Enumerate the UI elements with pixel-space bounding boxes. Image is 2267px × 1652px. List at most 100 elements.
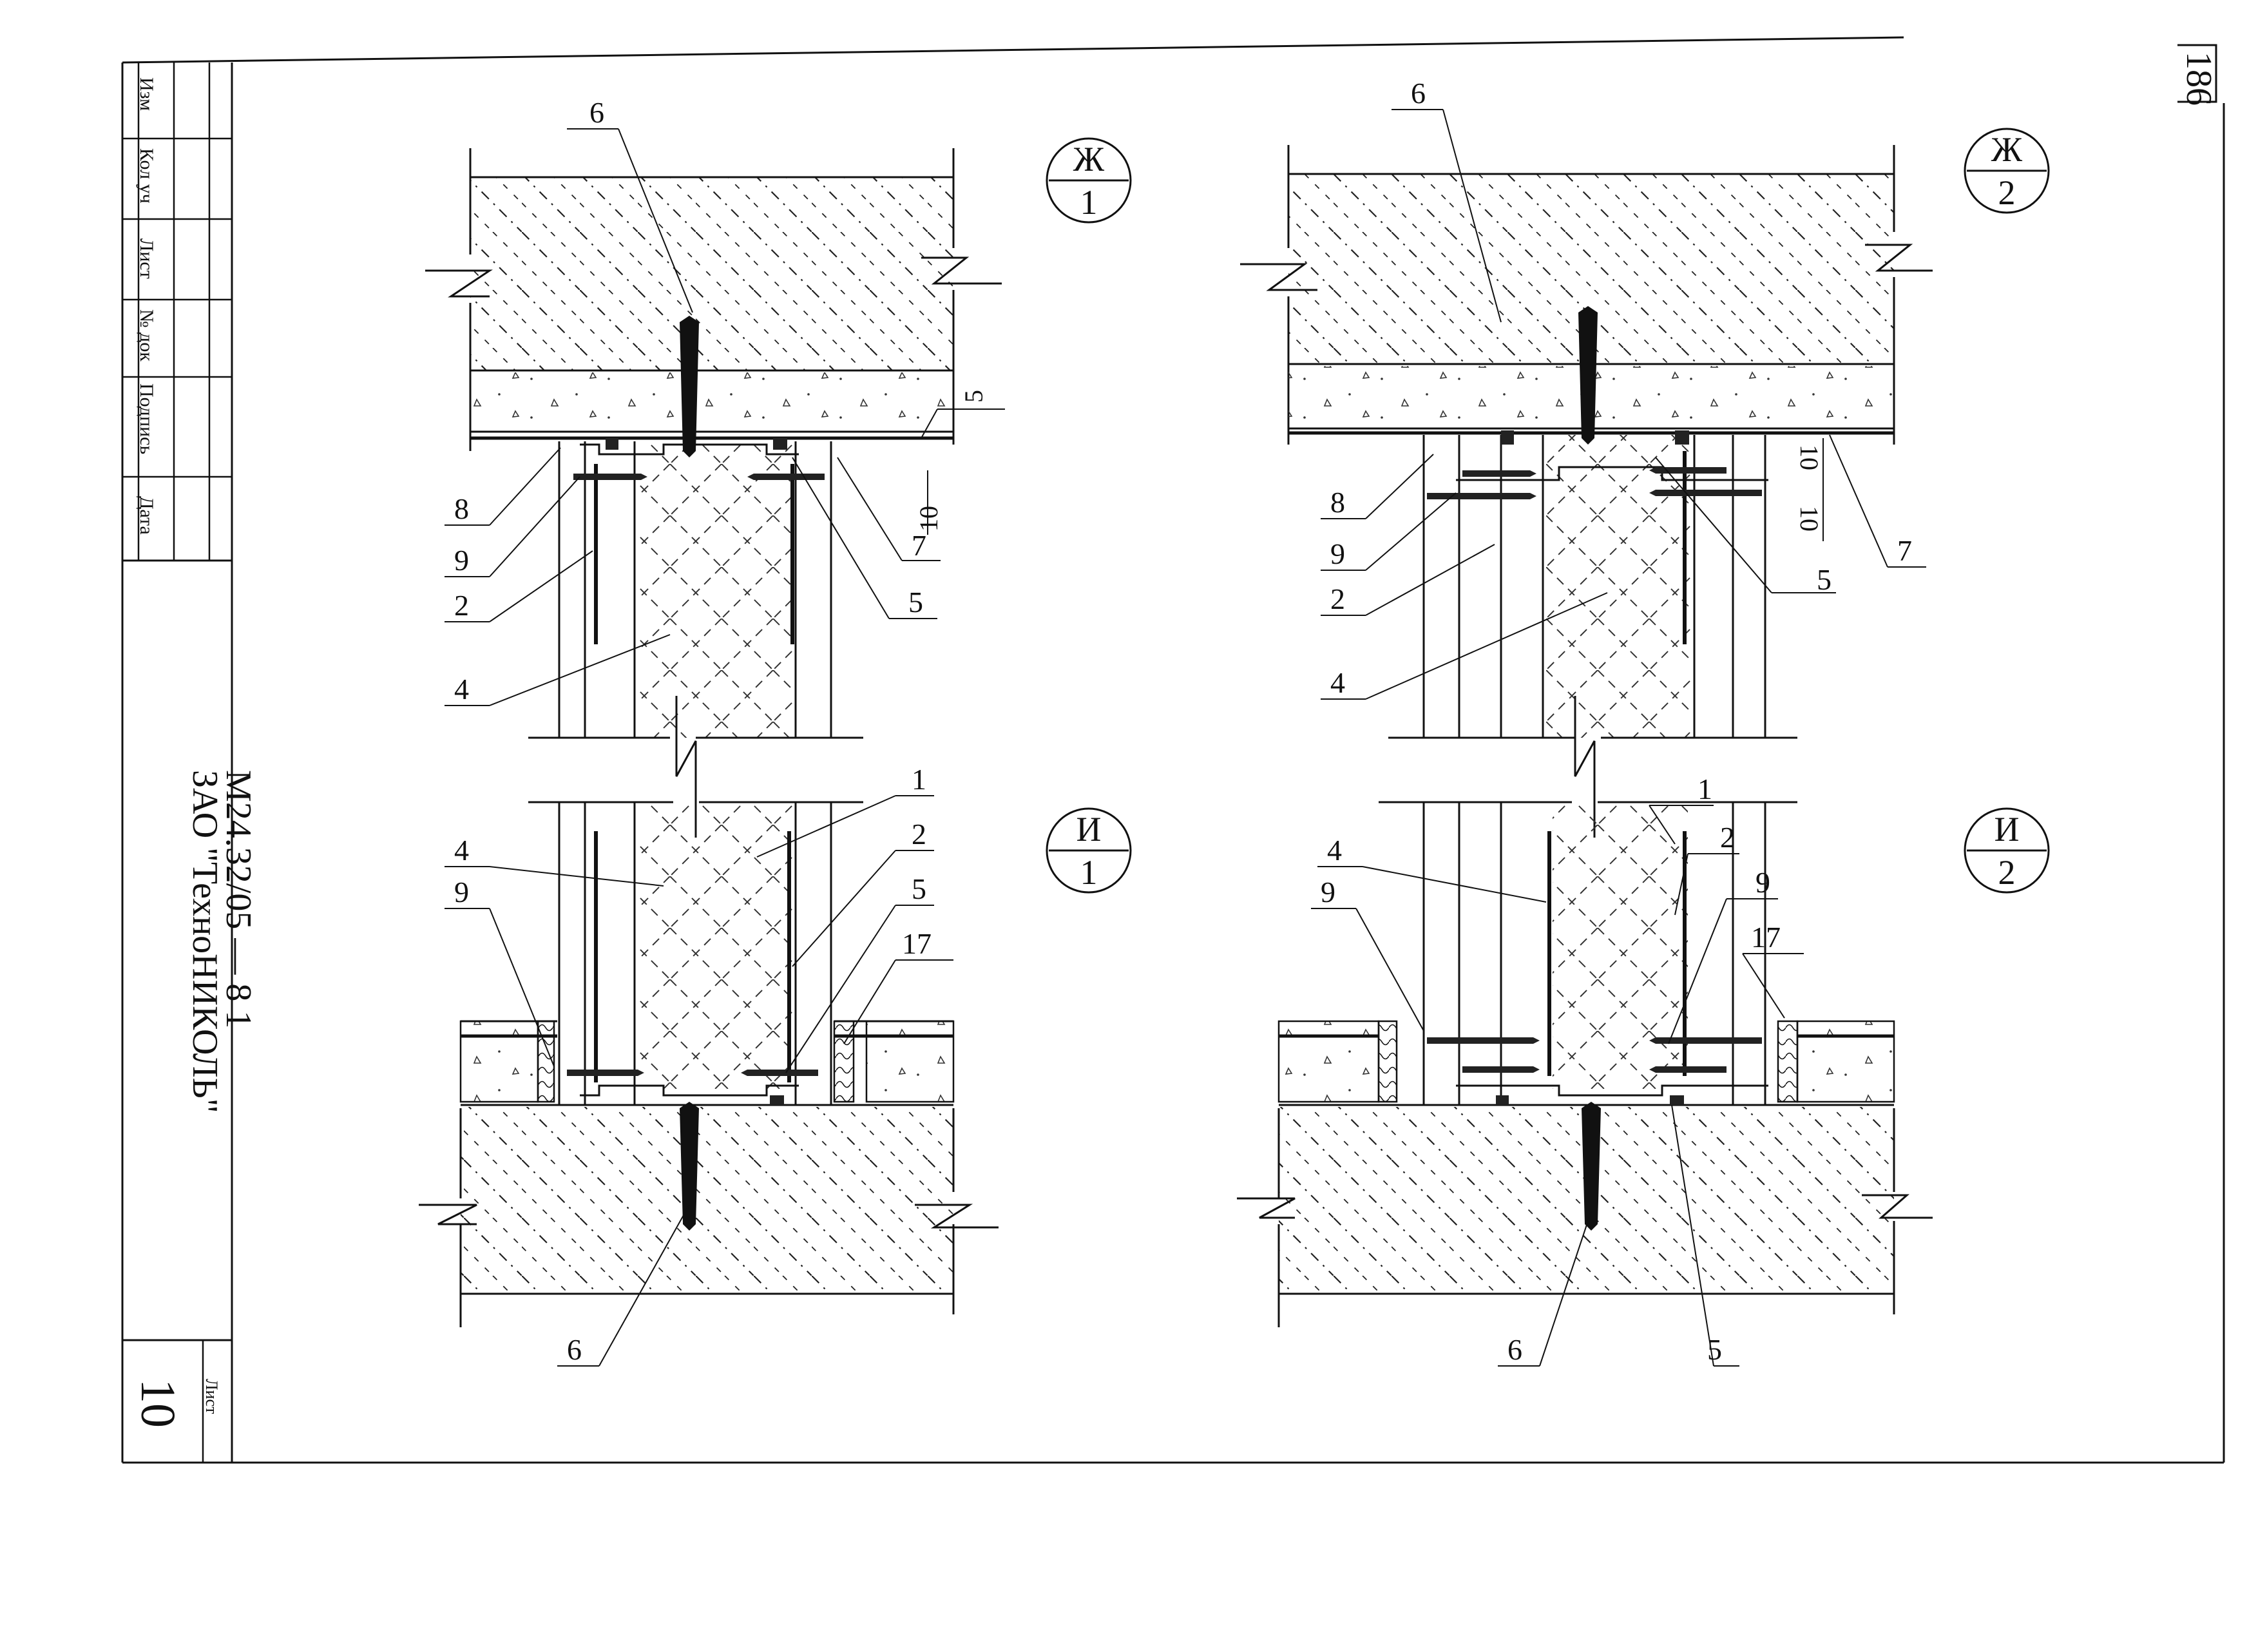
title-stamp: Изм Кол уч Лист № док Подпись Дата ЗАО "… xyxy=(122,62,258,1463)
screw-right-upper xyxy=(1649,467,1727,474)
callout-i1-4: 4 xyxy=(454,834,469,867)
floor-slab xyxy=(470,177,953,370)
floor-build-up-right xyxy=(865,1020,955,1103)
sheet-frame xyxy=(121,36,2225,1464)
floor-build-up-right xyxy=(1796,1020,1895,1103)
stamp-col-izm: Изм xyxy=(136,77,157,111)
stamp-col-date: Дата xyxy=(136,496,157,535)
anchor-dowel xyxy=(1582,1102,1601,1231)
callout-zh1-4: 4 xyxy=(454,673,469,706)
screw-right xyxy=(741,1070,818,1076)
seal-strip-left xyxy=(1501,430,1514,445)
callout-i2-5: 5 xyxy=(1707,1333,1722,1366)
screw-right-lower xyxy=(1649,1066,1727,1073)
sheet-number: 10 xyxy=(131,1379,185,1428)
detail-i2-callouts: 1 2 9 17 4 9 6 5 И 2 xyxy=(1311,773,2050,1367)
callout-i2-9-right: 9 xyxy=(1755,866,1770,899)
page-number: 186 xyxy=(2179,52,2219,106)
edge-strip-right xyxy=(1777,1020,1799,1103)
detail-marker-zh2: Ж 2 xyxy=(1964,128,2050,214)
document-code: М24.32/05 — 8 1 xyxy=(218,770,258,1028)
detail-zh1-section xyxy=(425,148,1002,838)
dim-zh1-10: 10 xyxy=(914,506,943,532)
stamp-col-signature: Подпись xyxy=(136,383,157,454)
callout-i1-17: 17 xyxy=(902,927,932,960)
screw-left xyxy=(567,1070,644,1076)
screw-left-upper xyxy=(1462,470,1536,477)
dim-zh2-10-lower: 10 xyxy=(1795,506,1824,532)
detail-i2-section xyxy=(1237,801,1933,1327)
callout-i1-6: 6 xyxy=(567,1333,582,1366)
callout-i2-1: 1 xyxy=(1698,773,1712,805)
callout-zh1-2: 2 xyxy=(454,589,469,622)
callout-i2-6: 6 xyxy=(1507,1333,1522,1366)
callout-zh2-2: 2 xyxy=(1330,582,1345,615)
wall-insulation xyxy=(638,802,792,1089)
detail-i2-top: И xyxy=(1994,810,2020,849)
callout-i1-1: 1 xyxy=(912,763,926,796)
detail-marker-i1: И 1 xyxy=(1046,807,1132,894)
edge-strip-left xyxy=(1377,1020,1398,1103)
callout-zh2-4: 4 xyxy=(1330,666,1345,699)
callout-zh1-6: 6 xyxy=(589,96,604,129)
stamp-col-kol-uch: Кол уч xyxy=(136,148,157,204)
detail-i1-top: И xyxy=(1076,810,1102,849)
floor-build-up-left xyxy=(1277,1020,1380,1103)
anchor-dowel xyxy=(1578,306,1598,445)
callout-i1-9: 9 xyxy=(454,876,469,908)
sheet-label: Лист xyxy=(202,1379,221,1414)
detail-marker-zh1: Ж 1 xyxy=(1046,137,1132,224)
detail-zh2-section xyxy=(1240,145,1933,838)
callout-i2-4: 4 xyxy=(1327,834,1342,867)
seal-strip-right xyxy=(773,438,787,450)
floor-slab xyxy=(461,1107,953,1294)
edge-strip-right xyxy=(833,1020,855,1103)
callout-i1-2: 2 xyxy=(912,818,926,850)
floor-build-up-left xyxy=(459,1020,539,1103)
callout-i2-2: 2 xyxy=(1720,821,1735,854)
screw-left-lower xyxy=(1427,493,1536,499)
seal-strip-bottom-left xyxy=(1496,1095,1509,1105)
callout-zh2-9: 9 xyxy=(1330,537,1345,570)
detail-i1-section xyxy=(419,801,999,1327)
stamp-col-list: Лист xyxy=(136,238,157,279)
seal-strip-bottom-right xyxy=(1670,1095,1684,1105)
page-number-box: 186 xyxy=(2177,44,2219,106)
detail-i1-bottom: 1 xyxy=(1080,853,1098,892)
detail-zh2-bottom: 2 xyxy=(1998,173,2016,212)
screw-left-upper xyxy=(1427,1037,1540,1044)
stamp-col-doc: № док xyxy=(136,309,157,361)
callout-zh1-7: 7 xyxy=(912,529,926,562)
seal-strip-right xyxy=(1675,430,1689,445)
company-name: ЗАО "ТехноНИКОЛЬ" xyxy=(185,770,225,1113)
callout-zh2-7: 7 xyxy=(1897,534,1912,567)
callout-zh2-5: 5 xyxy=(1817,563,1832,596)
callout-zh2-8: 8 xyxy=(1330,486,1345,519)
detail-zh2-callouts: 6 8 9 2 4 5 10 10 7 Ж 2 xyxy=(1321,77,2050,700)
callout-i1-5: 5 xyxy=(912,872,926,905)
anchor-dowel xyxy=(680,1102,699,1231)
screw-right-lower xyxy=(1649,490,1762,496)
callout-zh1-5: 5 xyxy=(908,586,923,619)
anchor-dowel xyxy=(680,316,699,457)
seal-strip-left xyxy=(606,438,618,450)
screw-right-upper xyxy=(1649,1037,1762,1044)
detail-zh1-top: Ж xyxy=(1073,140,1105,178)
detail-i2-bottom: 2 xyxy=(1998,853,2016,892)
partition-insulation xyxy=(1546,435,1691,738)
detail-i1-callouts: 1 2 5 17 4 9 6 И 1 xyxy=(445,763,1132,1367)
callout-zh2-6: 6 xyxy=(1411,77,1426,110)
callout-i2-9-left: 9 xyxy=(1321,876,1335,908)
screw-left-lower xyxy=(1462,1066,1540,1073)
screw-left xyxy=(573,474,647,480)
callout-zh1-9: 9 xyxy=(454,544,469,577)
callout-zh1-5-top: 5 xyxy=(959,390,988,403)
detail-marker-i2: И 2 xyxy=(1964,807,2050,894)
dim-zh2-10-upper: 10 xyxy=(1795,445,1824,470)
callout-zh1-8: 8 xyxy=(454,492,469,525)
screw-right xyxy=(747,474,825,480)
detail-zh2-top: Ж xyxy=(1991,130,2023,169)
seal-strip-bottom-right xyxy=(770,1095,784,1105)
screed-layer xyxy=(470,372,953,432)
detail-zh1-bottom: 1 xyxy=(1080,183,1098,222)
